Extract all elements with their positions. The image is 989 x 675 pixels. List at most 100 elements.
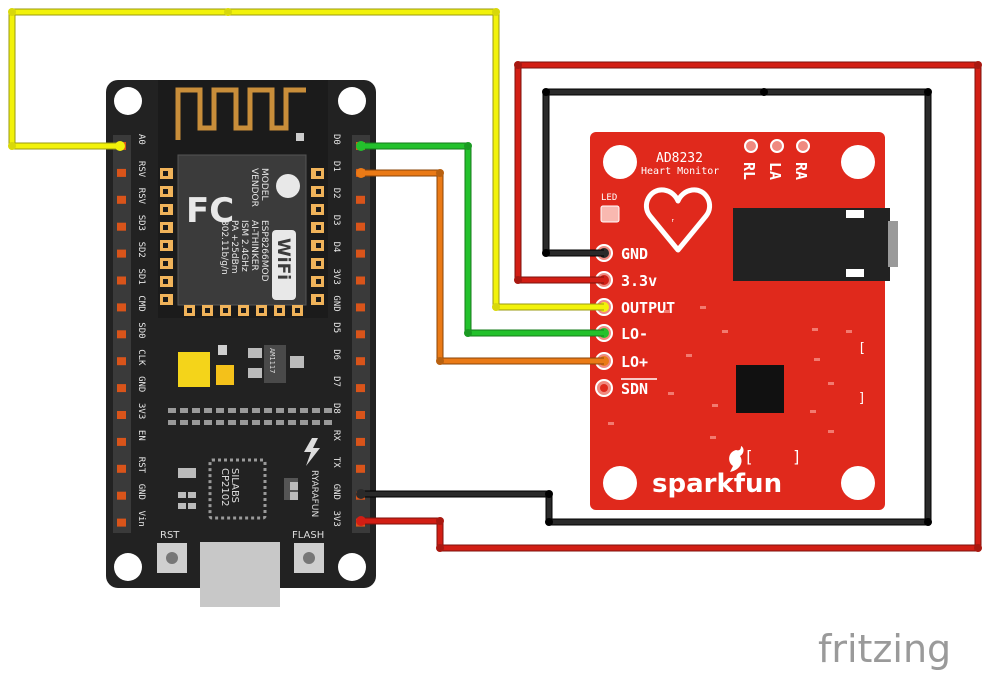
left-pin [117,330,126,339]
mount-hole [338,87,366,115]
smd-component [228,420,236,425]
left-pin [117,276,126,285]
lightning-icon [304,438,320,466]
smd-component [324,420,332,425]
svg-text:MODEL: MODEL [259,168,269,200]
smd-component [192,408,200,413]
audio-jack [733,208,890,281]
left-pin-label: Vin [136,511,146,527]
svg-text:AI-THINKER: AI-THINKER [249,220,259,271]
smd-component [288,408,296,413]
smd-component [252,420,260,425]
smd-component [204,408,212,413]
left-pin [117,222,126,231]
wire-a0-output [8,8,604,311]
left-pin-label: RSV [136,188,146,205]
flash-label: FLASH [292,530,324,541]
wire-d0-lo-minus [360,142,604,337]
wire-gnd [360,88,932,526]
smd-component [264,408,272,413]
smd-component [264,420,272,425]
right-pin [356,222,365,231]
left-pin [117,195,126,204]
regulator-label: AM1117 [268,348,276,373]
ad-pin-label: GND [621,245,648,263]
left-pin-label: CMD [136,295,146,311]
electrode-pad [744,139,758,153]
smd-component [180,408,188,413]
heart-icon [643,187,713,253]
svg-text:802.11b/g/n: 802.11b/g/n [219,220,229,275]
left-pin-label: SD0 [136,322,146,338]
right-pin [356,330,365,339]
smd-component [168,420,176,425]
smd-component [288,420,296,425]
svg-text:CP2102: CP2102 [219,468,230,506]
smd-component [324,408,332,413]
ad-pin-label: OUTPUT [621,299,675,317]
svg-text:]: ] [792,447,802,466]
right-pin-label: GND [331,295,341,311]
right-pin-label: D2 [331,188,341,199]
left-pin [117,249,126,258]
left-pin-label: A0 [136,134,146,145]
fcc-mark: FC [186,191,234,231]
right-pin-label: D5 [331,322,341,333]
right-pin [356,464,365,473]
rst-label: RST [160,530,180,541]
svg-text:[: [ [858,341,866,356]
right-pin [356,357,365,366]
mount-hole [114,553,142,581]
right-pin-label: 3V3 [331,511,341,527]
right-pin-label: D0 [331,134,341,145]
left-pin-label: SD2 [136,242,146,258]
left-pin-label: EN [136,430,146,441]
left-pin [117,464,126,473]
left-pin [117,384,126,393]
sparkfun-logo: sparkfun [652,469,782,499]
right-pin-label: D7 [331,376,341,387]
left-pin [117,491,126,500]
smd-component [252,408,260,413]
left-pin [117,357,126,366]
mount-hole [338,553,366,581]
ad8232-chip [736,365,784,413]
smd-component [216,408,224,413]
svg-text:SILABS: SILABS [229,468,240,503]
right-pin [356,411,365,419]
left-pin-label: 3V3 [136,403,146,419]
ad-pin-label: LO- [621,325,648,343]
wire-3v3 [360,61,982,552]
right-pin-label: 3V3 [331,269,341,285]
sparkfun-flame-icon [729,446,744,472]
ad-pin-label: 3.3v [621,272,657,290]
smd-component [228,408,236,413]
wires [8,8,982,552]
usb-bridge-chip [208,458,267,520]
electrode-label-la: LA [766,162,784,180]
pcb-antenna [175,87,306,140]
smd-component [192,420,200,425]
left-pin [117,303,126,312]
board-title: AD8232 [656,151,703,166]
right-pin [356,303,365,312]
svg-text:VENDOR: VENDOR [249,168,259,207]
wire-d1-lo-plus [360,169,604,365]
mount-hole [603,145,637,179]
smd-component [204,420,212,425]
left-pin-label: SD1 [136,269,146,285]
left-pin [117,168,126,177]
mount-hole [114,87,142,115]
smd-component [180,420,188,425]
left-pin [117,518,126,527]
right-pin-label: TX [331,457,341,468]
right-pin-label: D1 [331,161,341,172]
left-pin-label: RSV [136,161,146,178]
smd-component [312,420,320,425]
left-pin-label: CLK [136,349,146,366]
smd-component [300,420,308,425]
smd-component [312,408,320,413]
fritzing-watermark: fritzing [818,627,951,671]
left-pin-label: SD3 [136,215,146,231]
smd-component [300,408,308,413]
